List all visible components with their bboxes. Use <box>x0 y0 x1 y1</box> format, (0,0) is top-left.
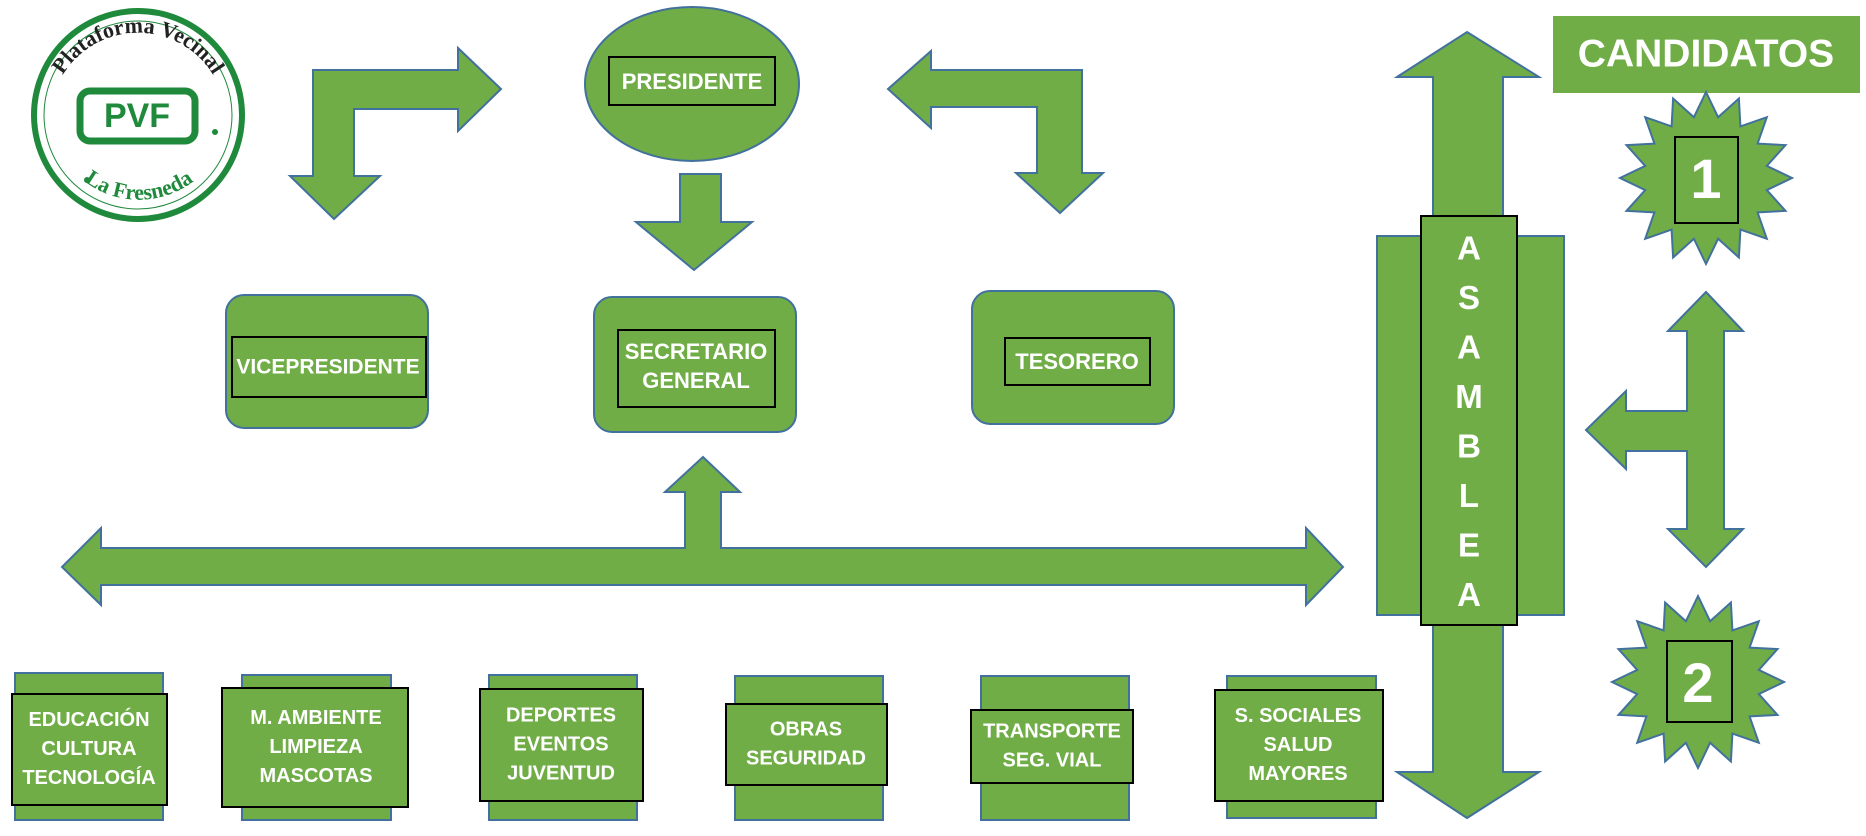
asamblea-letter: A <box>1457 230 1481 267</box>
candidate-1-number: 1 <box>1690 147 1721 210</box>
asamblea-letter: L <box>1459 477 1479 514</box>
asamblea-letter: M <box>1455 378 1483 415</box>
area-label-line: SALUD <box>1264 734 1333 756</box>
area-label-line: SEG. VIAL <box>1003 749 1102 771</box>
arrow-down-presidente <box>633 173 755 272</box>
area-box: M. AMBIENTE LIMPIEZA MASCOTAS <box>221 674 409 821</box>
area-label-line: M. AMBIENTE <box>250 707 381 729</box>
area-label-line: LIMPIEZA <box>269 736 362 758</box>
candidatos-title: CANDIDATOS <box>1578 32 1834 75</box>
secretario-line1: SECRETARIO <box>625 339 768 364</box>
asamblea-letter: E <box>1458 527 1480 564</box>
pvf-logo: Plataforma Vecinal La Fresneda PVF <box>31 8 245 222</box>
area-label-line: EDUCACIÓN <box>28 707 149 731</box>
asamblea-letter: A <box>1457 576 1481 613</box>
area-label-line: EVENTOS <box>513 733 608 755</box>
bent-arrow-right <box>886 48 1106 215</box>
vicepresidente-label: VICEPRESIDENTE <box>236 356 419 379</box>
asamblea-letter: S <box>1458 279 1480 316</box>
area-label-line: MASCOTAS <box>260 765 373 787</box>
area-boxes: EDUCACIÓN CULTURA TECNOLOGÍA M. AMBIENTE LIM… <box>11 672 1384 821</box>
node-presidente: PRESIDENTE <box>584 6 800 162</box>
asamblea-letter: B <box>1457 428 1481 465</box>
candidate-badge-2: 2 <box>1609 593 1787 771</box>
area-label-line: CULTURA <box>41 738 136 760</box>
area-box: OBRAS SEGURIDAD <box>725 675 888 821</box>
candidatos-t-arrow <box>1584 290 1746 569</box>
tesorero-label: TESORERO <box>1015 349 1138 374</box>
candidate-2-number: 2 <box>1682 651 1713 714</box>
presidente-label: PRESIDENTE <box>622 69 763 94</box>
area-label-line: OBRAS <box>770 718 842 740</box>
node-vicepresidente: VICEPRESIDENTE <box>225 294 429 429</box>
asamblea-letter: A <box>1457 329 1481 366</box>
area-box: TRANSPORTE SEG. VIAL <box>970 675 1134 821</box>
area-label-line: SEGURIDAD <box>746 747 866 769</box>
logo-badge-text: PVF <box>104 97 170 135</box>
area-label-line: JUVENTUD <box>507 762 615 784</box>
candidatos-header: CANDIDATOS <box>1553 16 1860 93</box>
area-label-line: MAYORES <box>1248 763 1347 785</box>
area-box: DEPORTES EVENTOS JUVENTUD <box>479 674 644 821</box>
bent-arrow-left <box>287 45 503 221</box>
area-label-line: S. SOCIALES <box>1235 705 1362 727</box>
node-secretario-general: SECRETARIO GENERAL <box>593 296 797 433</box>
candidate-badge-1: 1 <box>1617 89 1795 267</box>
area-box: S. SOCIALES SALUD MAYORES <box>1214 675 1384 819</box>
area-label-line: DEPORTES <box>506 704 616 726</box>
area-box: EDUCACIÓN CULTURA TECNOLOGÍA <box>11 672 168 821</box>
node-tesorero: TESORERO <box>971 290 1175 425</box>
secretario-line2: GENERAL <box>642 368 750 393</box>
area-label-line: TECNOLOGÍA <box>22 766 155 789</box>
horizontal-bus-arrow <box>60 455 1345 608</box>
area-label-line: TRANSPORTE <box>983 720 1121 742</box>
